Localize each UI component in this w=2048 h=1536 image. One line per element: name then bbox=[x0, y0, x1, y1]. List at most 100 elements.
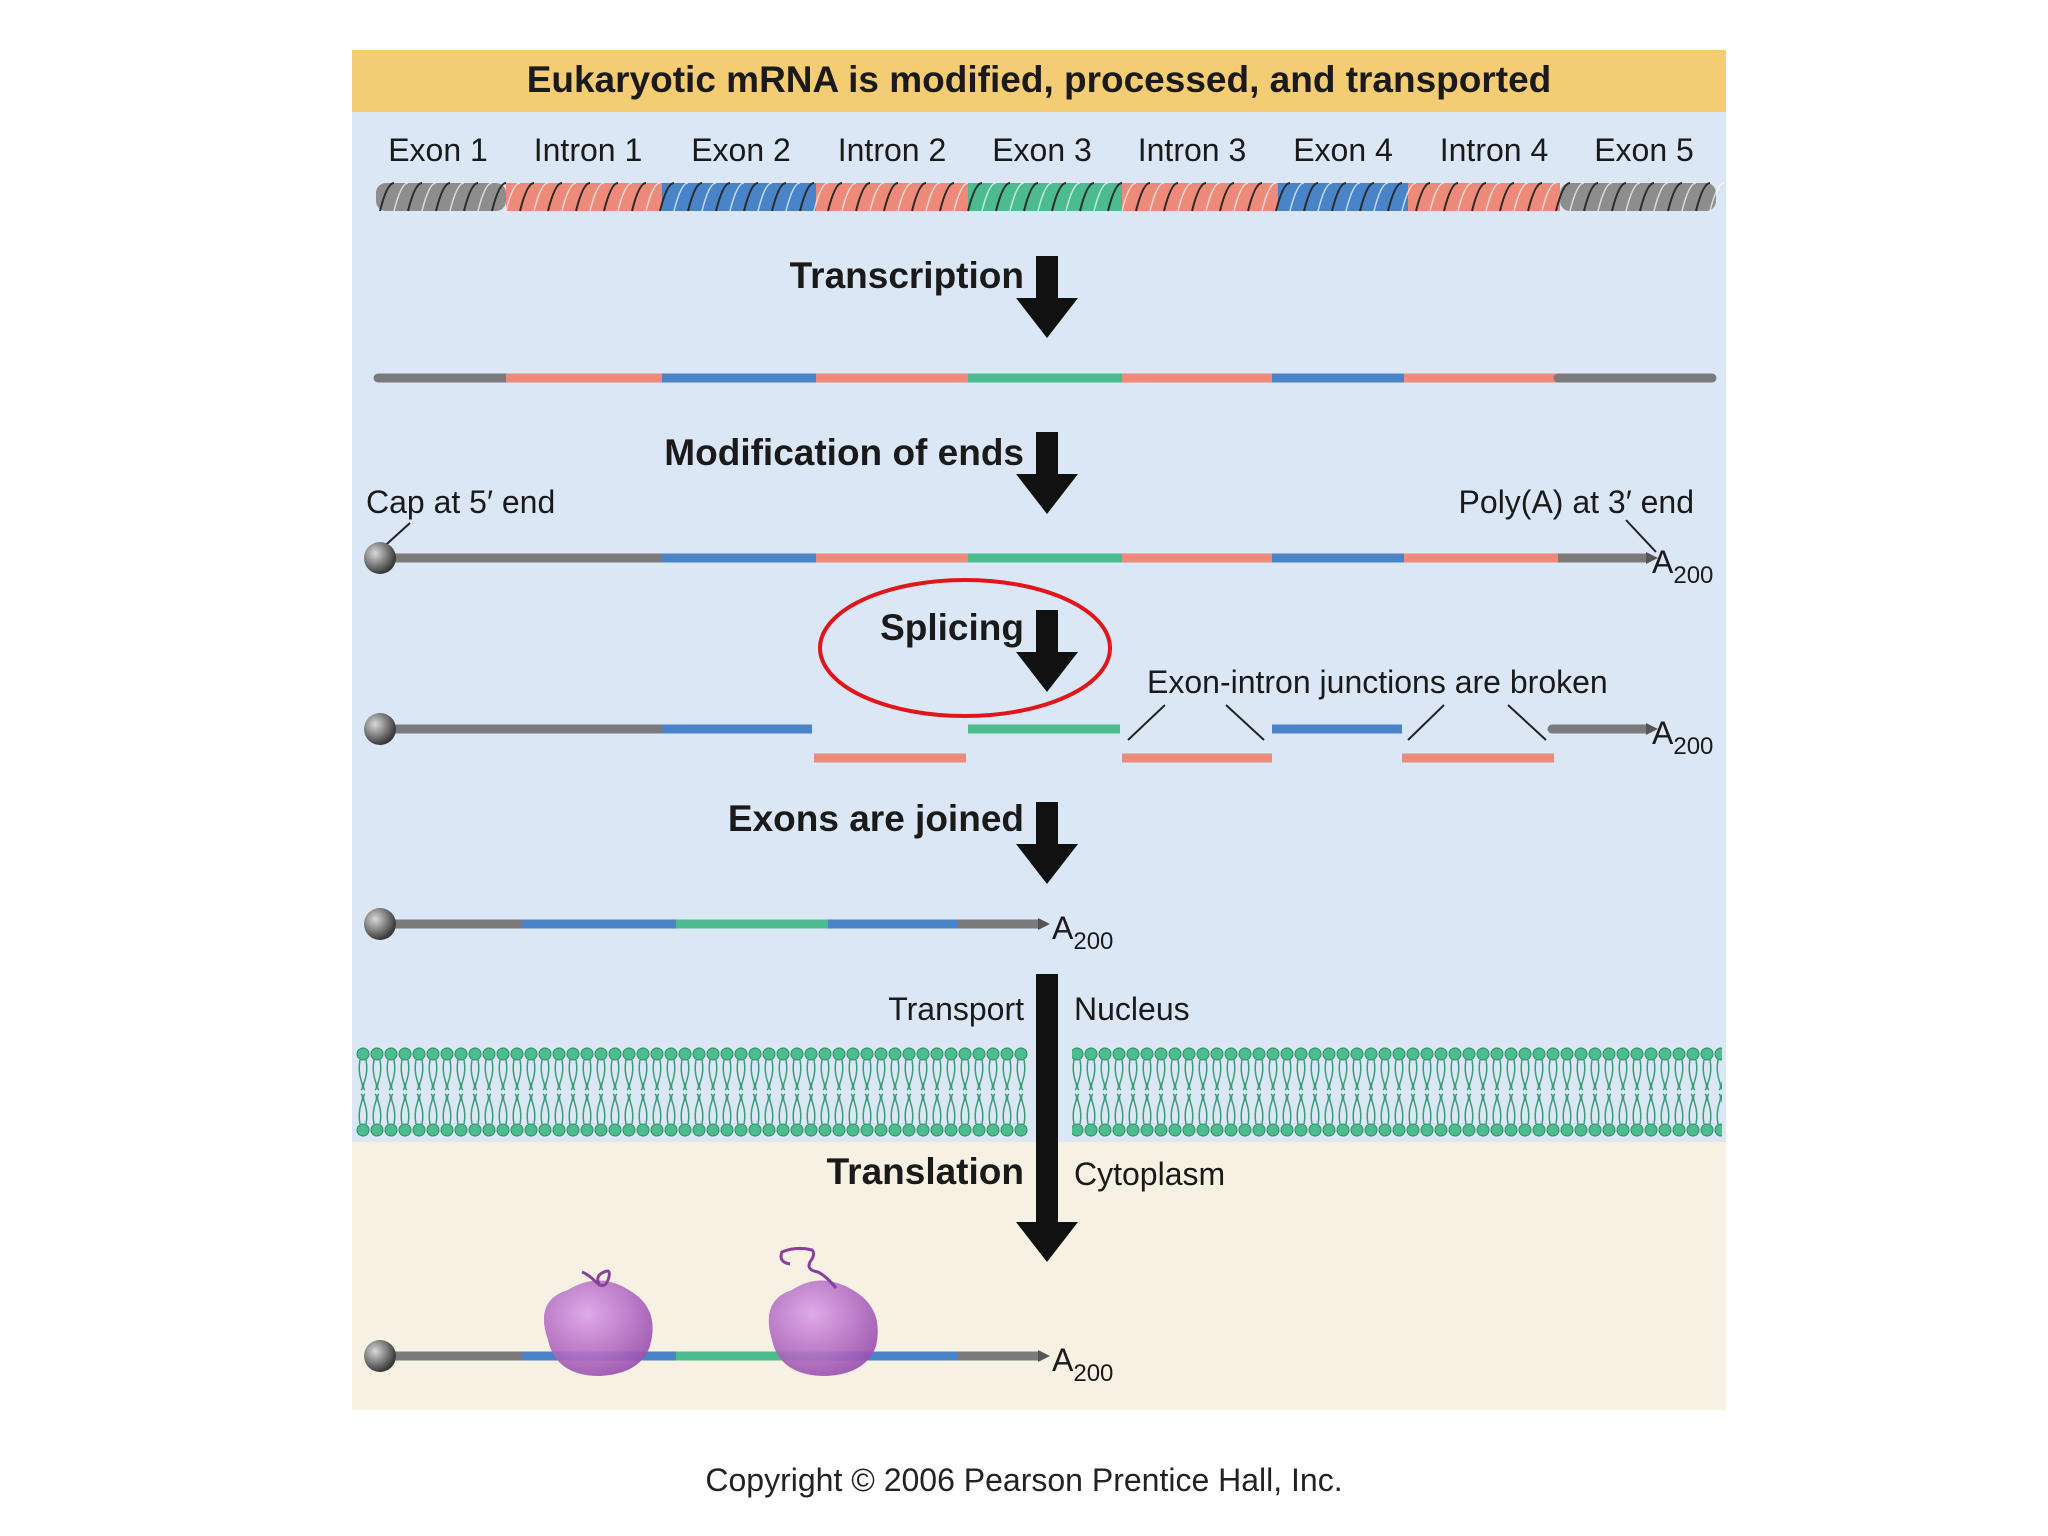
helix-stroke bbox=[1359, 182, 1375, 212]
helix-stroke bbox=[687, 182, 703, 212]
nuclear-membrane-left bbox=[356, 1046, 1028, 1138]
helix-stroke bbox=[673, 182, 689, 212]
dna-exon-5 bbox=[1560, 183, 1716, 211]
helix-stroke bbox=[1415, 182, 1431, 212]
label-intron-2: Intron 2 bbox=[838, 132, 947, 168]
label-exon-1: Exon 1 bbox=[388, 132, 488, 168]
cytoplasm-label: Cytoplasm bbox=[1074, 1156, 1225, 1192]
spliced-poly-a: A200 bbox=[1652, 715, 1713, 760]
helix-stroke bbox=[407, 182, 423, 212]
helix-stroke bbox=[1695, 182, 1711, 212]
ribosome-1-body bbox=[543, 1280, 653, 1376]
helix-stroke bbox=[883, 182, 899, 212]
label-intron-1: Intron 1 bbox=[534, 132, 643, 168]
transcription-arrow bbox=[1016, 256, 1078, 338]
helix-stroke bbox=[1443, 182, 1459, 212]
spliced-cap bbox=[364, 713, 396, 745]
label-exon-5: Exon 5 bbox=[1594, 132, 1694, 168]
nucleus-label: Nucleus bbox=[1074, 991, 1190, 1027]
helix-stroke bbox=[925, 182, 941, 212]
helix-stroke bbox=[547, 182, 563, 212]
helix-stroke bbox=[1303, 182, 1319, 212]
helix-stroke bbox=[1205, 182, 1221, 212]
helix-stroke bbox=[1429, 182, 1445, 212]
step-splicing: Splicing bbox=[880, 607, 1024, 648]
helix-stroke bbox=[1597, 182, 1613, 212]
helix-stroke bbox=[995, 182, 1011, 212]
helix-stroke bbox=[757, 182, 773, 212]
helix-stroke bbox=[897, 182, 913, 212]
helix-stroke bbox=[1037, 182, 1053, 212]
helix-stroke bbox=[505, 182, 521, 212]
helix-strands bbox=[379, 182, 1725, 212]
ribosome-1-peptide bbox=[581, 1269, 611, 1287]
helix-stroke bbox=[1149, 182, 1165, 212]
helix-stroke bbox=[449, 182, 465, 212]
helix-stroke bbox=[967, 182, 983, 212]
helix-stroke bbox=[1583, 182, 1599, 212]
helix-stroke bbox=[463, 182, 479, 212]
ribosome-2-peptide bbox=[779, 1246, 838, 1289]
helix-stroke bbox=[589, 182, 605, 212]
helix-stroke bbox=[855, 182, 871, 212]
mature-cap bbox=[364, 908, 396, 940]
helix-stroke bbox=[701, 182, 717, 212]
cyto-tail-tip bbox=[1038, 1350, 1050, 1362]
helix-stroke bbox=[1625, 182, 1641, 212]
helix-stroke bbox=[435, 182, 451, 212]
dna-exon-3 bbox=[968, 183, 1122, 211]
helix-stroke bbox=[1093, 182, 1109, 212]
step-translation: Translation bbox=[827, 1151, 1024, 1192]
helix-stroke bbox=[1023, 182, 1039, 212]
spliced-segments bbox=[380, 724, 1651, 763]
helix-stroke bbox=[1639, 182, 1655, 212]
helix-stroke bbox=[575, 182, 591, 212]
dna-double-helix bbox=[376, 182, 1725, 212]
helix-stroke bbox=[1471, 182, 1487, 212]
helix-stroke bbox=[1289, 182, 1305, 212]
label-exon-4: Exon 4 bbox=[1293, 132, 1393, 168]
mature-tail-tip bbox=[1038, 918, 1050, 930]
ribosome-2 bbox=[768, 1246, 878, 1376]
helix-stroke bbox=[1527, 182, 1543, 212]
helix-stroke bbox=[939, 182, 955, 212]
helix-stroke bbox=[981, 182, 997, 212]
helix-stroke bbox=[743, 182, 759, 212]
title-band bbox=[352, 50, 1726, 112]
helix-stroke bbox=[421, 182, 437, 212]
helix-stroke bbox=[1499, 182, 1515, 212]
poly-a-sub-text: 200 bbox=[1073, 1360, 1113, 1387]
figure-title: Eukaryotic mRNA is modified, processed, … bbox=[527, 59, 1552, 100]
poly-a-base-text: A bbox=[1652, 544, 1674, 580]
helix-stroke bbox=[1457, 182, 1473, 212]
step-transcription: Transcription bbox=[790, 255, 1024, 296]
helix-stroke bbox=[1513, 182, 1529, 212]
nuclear-membrane-right bbox=[1072, 1046, 1722, 1138]
gene-segment-labels: Exon 1 Intron 1 Exon 2 Intron 2 Exon 3 I… bbox=[388, 132, 1694, 168]
helix-stroke bbox=[729, 182, 745, 212]
junctions-label: Exon-intron junctions are broken bbox=[1147, 664, 1608, 700]
junction-pointer-1 bbox=[1127, 704, 1166, 741]
helix-stroke bbox=[953, 182, 969, 212]
helix-stroke bbox=[785, 182, 801, 212]
helix-stroke bbox=[1401, 182, 1417, 212]
helix-stroke bbox=[1247, 182, 1263, 212]
exons-joined-arrow bbox=[1016, 802, 1078, 884]
helix-stroke bbox=[1233, 182, 1249, 212]
helix-stroke bbox=[561, 182, 577, 212]
step-modification: Modification of ends bbox=[664, 432, 1024, 473]
helix-stroke bbox=[1219, 182, 1235, 212]
ribosome-2-body bbox=[768, 1280, 878, 1376]
spliced-tail-tip bbox=[1646, 723, 1658, 735]
modified-poly-a: A200 bbox=[1652, 544, 1713, 589]
junction-pointers bbox=[1127, 704, 1547, 741]
helix-stroke bbox=[869, 182, 885, 212]
helix-stroke bbox=[477, 182, 493, 212]
polya-label: Poly(A) at 3′ end bbox=[1459, 484, 1694, 520]
helix-stroke bbox=[1653, 182, 1669, 212]
helix-stroke bbox=[715, 182, 731, 212]
helix-stroke bbox=[1121, 182, 1137, 212]
helix-stroke bbox=[1275, 182, 1291, 212]
mature-poly-a: A200 bbox=[1052, 910, 1113, 955]
step-exons-joined: Exons are joined bbox=[728, 798, 1024, 839]
